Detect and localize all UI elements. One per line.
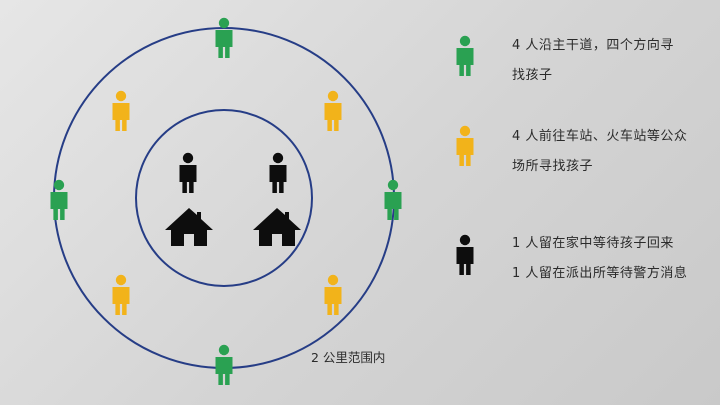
radius-caption: 2 公里范围内: [311, 350, 386, 365]
person-icon: [269, 152, 287, 193]
person-icon: [324, 274, 342, 315]
legend-green-person-icon: [456, 35, 474, 76]
legend-yellow-person-icon: [456, 125, 474, 166]
legend-green-line1: 4 人沿主干道，四个方向寻: [512, 38, 674, 53]
person-icon: [50, 179, 68, 220]
person-icon: [112, 90, 130, 131]
outer-circle: [53, 27, 395, 369]
legend-black-line1: 1 人留在家中等待孩子回来: [512, 236, 674, 251]
legend-black-person-icon: [456, 234, 474, 275]
house-icon: [165, 208, 213, 246]
legend-green-text: 4 人沿主干道，四个方向寻 找孩子: [512, 31, 674, 91]
person-icon: [179, 152, 197, 193]
legend-yellow-line2: 场所寻找孩子: [512, 159, 594, 174]
person-icon: [324, 90, 342, 131]
legend-black-line2: 1 人留在派出所等待警方消息: [512, 266, 688, 281]
inner-circle: [135, 109, 313, 287]
legend-green-line2: 找孩子: [512, 68, 553, 83]
legend-yellow-line1: 4 人前往车站、火车站等公众: [512, 129, 688, 144]
house-icon: [253, 208, 301, 246]
legend-black-text: 1 人留在家中等待孩子回来 1 人留在派出所等待警方消息: [512, 229, 687, 289]
legend-yellow-text: 4 人前往车站、火车站等公众 场所寻找孩子: [512, 122, 687, 182]
person-icon: [215, 17, 233, 58]
person-icon: [112, 274, 130, 315]
person-icon: [215, 344, 233, 385]
